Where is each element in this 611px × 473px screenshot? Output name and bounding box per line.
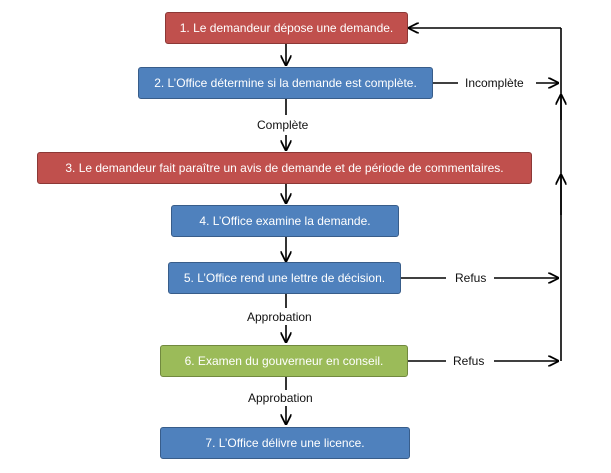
step-2-box: 2. L’Office détermine si la demande est … (138, 67, 433, 99)
step-3-box: 3. Le demandeur fait paraître un avis de… (37, 152, 532, 184)
label-refusal-step5: Refus (455, 271, 487, 285)
step-7-box: 7. L’Office délivre une licence. (160, 427, 410, 459)
label-approval-step6: Approbation (248, 391, 313, 405)
label-incomplete: Incomplète (465, 76, 524, 90)
step-5-box: 5. L’Office rend une lettre de décision. (168, 262, 401, 294)
step-1-box: 1. Le demandeur dépose une demande. (165, 12, 408, 44)
label-approval-step5: Approbation (247, 310, 312, 324)
step-4-box: 4. L’Office examine la demande. (171, 205, 399, 237)
step-6-box: 6. Examen du gouverneur en conseil. (160, 345, 408, 377)
label-refusal-step6: Refus (453, 354, 485, 368)
label-complete: Complète (257, 118, 309, 132)
